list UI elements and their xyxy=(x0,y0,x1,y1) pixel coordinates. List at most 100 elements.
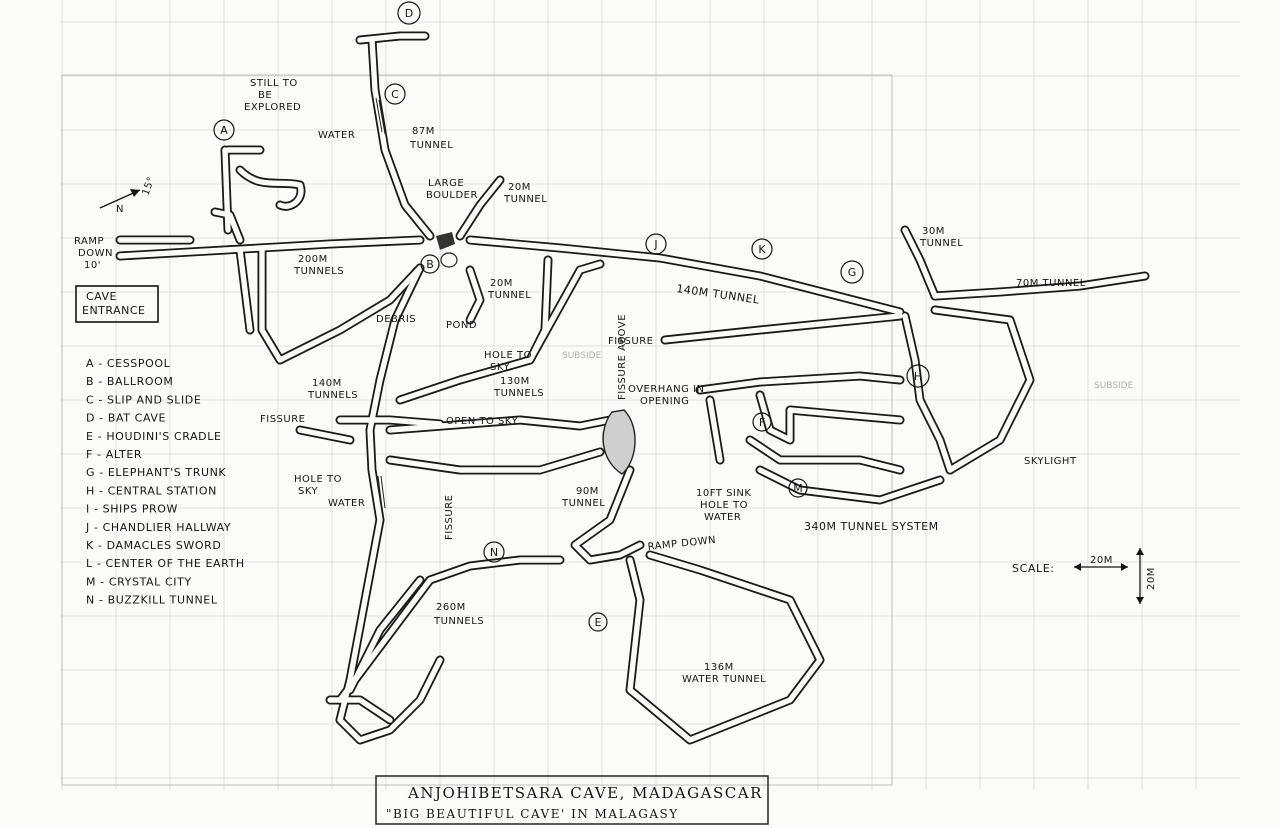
label-ramp: RAMP xyxy=(74,236,104,247)
north-label: N xyxy=(116,204,124,215)
label-hole-sky2-2: SKY xyxy=(298,486,319,497)
legend-item-e: E - HOUDINI'S CRADLE xyxy=(86,430,222,443)
label-fissure-right: FISSURE xyxy=(608,336,653,347)
tunnel-H-east-interior xyxy=(932,307,1033,473)
label-87m-tunnel: TUNNEL xyxy=(409,140,453,151)
label-fissure-above: FISSURE ABOVE xyxy=(617,314,628,400)
large-boulder-symbol xyxy=(436,232,455,250)
label-140m-b: 140M xyxy=(312,378,342,389)
tunnel-A-branch xyxy=(220,145,306,235)
label-136m-water: WATER TUNNEL xyxy=(682,674,766,685)
tunnel-fissure-south-interior xyxy=(387,449,603,473)
label-130m-tunnels: TUNNELS xyxy=(493,388,544,399)
tunnel-entrance-to-ballroom-interior xyxy=(117,237,423,259)
label-hole-sky-2: SKY xyxy=(490,362,511,373)
legend-item-d: D - BAT CAVE xyxy=(86,412,166,425)
label-skylight: SKYLIGHT xyxy=(1024,456,1077,467)
tunnel-A-loop-interior xyxy=(212,209,243,243)
legend-item-a: A - CESSPOOL xyxy=(86,357,171,370)
svg-text:F: F xyxy=(759,416,765,429)
pond-symbol xyxy=(440,252,458,268)
scale-vertical: 20M xyxy=(1146,567,1157,590)
legend-item-n: N - BUZZKILL TUNNEL xyxy=(86,594,218,607)
title-line-1: ANJOHIBETSARA CAVE, MADAGASCAR xyxy=(407,784,763,802)
tunnel-260m-interior xyxy=(337,557,563,703)
label-ramp-down: DOWN xyxy=(78,248,113,259)
label-ramp-down-2: RAMP DOWN xyxy=(647,535,716,553)
tunnel-90m xyxy=(570,465,645,565)
tunnel-G-30m-interior xyxy=(902,227,938,299)
legend-item-b: B - BALLROOM xyxy=(86,375,174,388)
label-ramp-10: 10' xyxy=(84,260,101,271)
label-140m-tunnel: 140M TUNNEL xyxy=(676,282,761,307)
label-sink-1: 10FT SINK xyxy=(696,488,751,499)
svg-text:A: A xyxy=(220,124,228,137)
label-fissure-left: FISSURE xyxy=(260,414,305,425)
entrance-label-1: CAVE xyxy=(86,290,117,303)
legend-item-l: L - CENTER OF THE EARTH xyxy=(86,557,245,570)
tunnel-main-south-interior xyxy=(337,265,423,723)
tunnel-200m-lower-interior xyxy=(237,247,253,333)
label-20m-a: 20M xyxy=(508,182,531,193)
legend-item-c: C - SLIP AND SLIDE xyxy=(86,393,201,406)
tunnel-140m-west-interior xyxy=(337,417,443,427)
scale-bar: SCALE: 20M 20M xyxy=(1012,548,1157,604)
svg-text:J: J xyxy=(653,238,657,251)
tunnel-to-sky-interior xyxy=(387,417,613,433)
water-hatching xyxy=(375,97,386,509)
svg-text:SUBSIDE: SUBSIDE xyxy=(562,351,602,361)
marker-D: D xyxy=(397,1,421,25)
marker-A: A xyxy=(213,119,235,141)
tunnel-slip-and-slide-interior xyxy=(369,37,433,239)
label-pond: POND xyxy=(446,320,477,331)
map-labels: STILL TO BE EXPLORED WATER 87M TUNNEL LA… xyxy=(74,78,1134,685)
label-sink-2: HOLE TO xyxy=(700,500,748,511)
tunnel-260m-west-interior xyxy=(347,577,423,693)
legend-item-g: G - ELEPHANT'S TRUNK xyxy=(86,466,226,479)
label-87m: 87M xyxy=(412,126,435,137)
svg-text:SUBSIDE: SUBSIDE xyxy=(1094,381,1134,391)
label-fissure-vert: FISSURE xyxy=(444,495,455,540)
marker-K: K xyxy=(751,238,773,260)
map-sheet-border xyxy=(61,74,893,786)
tunnel-20m-b-interior xyxy=(467,267,483,323)
scale-horizontal: 20M xyxy=(1090,555,1113,566)
tunnel-F-branch-interior xyxy=(757,392,903,443)
marker-N: N xyxy=(483,541,505,563)
label-still-to-1: STILL TO xyxy=(250,78,298,89)
angle-label: 15° xyxy=(140,175,157,197)
svg-text:K: K xyxy=(758,243,766,256)
label-overhang-1: OVERHANG IN xyxy=(628,384,705,395)
tunnel-crystal-loop xyxy=(695,371,945,505)
tunnel-130m-b-interior xyxy=(527,261,603,363)
grid-paper xyxy=(60,0,1240,790)
label-90m-tunnel: TUNNEL xyxy=(561,498,605,509)
label-140m-b-tunnels: TUNNELS xyxy=(307,390,358,401)
tunnel-140-main-interior xyxy=(467,237,903,315)
svg-text:N: N xyxy=(490,546,498,559)
tunnel-network xyxy=(115,31,1150,745)
label-20m-b: 20M xyxy=(490,278,513,289)
marker-G: G xyxy=(840,260,864,284)
label-hole-sky-1: HOLE TO xyxy=(484,350,532,361)
label-boulder: BOULDER xyxy=(426,190,478,201)
legend-item-k: K - DAMACLES SWORD xyxy=(86,539,221,552)
label-hole-sky2-1: HOLE TO xyxy=(294,474,342,485)
label-260m: 260M xyxy=(436,602,466,613)
label-large: LARGE xyxy=(428,178,464,189)
label-open-sky: OPEN TO SKY xyxy=(446,416,519,427)
label-136m: 136M xyxy=(704,662,734,673)
tunnel-A-branch-interior xyxy=(222,147,304,233)
legend-item-i: I - SHIPS PROW xyxy=(86,503,178,516)
title-box: ANJOHIBETSARA CAVE, MADAGASCAR "BIG BEAU… xyxy=(375,775,769,825)
marker-F: F xyxy=(752,412,772,432)
svg-text:E: E xyxy=(595,616,602,629)
tunnel-fissure-west-interior xyxy=(297,427,353,443)
entrance-label-2: ENTRANCE xyxy=(82,304,145,317)
label-still-to-2: BE xyxy=(258,90,272,101)
cave-entrance-box: CAVE ENTRANCE xyxy=(75,285,159,323)
label-340m-system: 340M TUNNEL SYSTEM xyxy=(804,520,939,533)
label-260m-tunnels: TUNNELS xyxy=(433,616,484,627)
scale-label: SCALE: xyxy=(1012,562,1055,575)
